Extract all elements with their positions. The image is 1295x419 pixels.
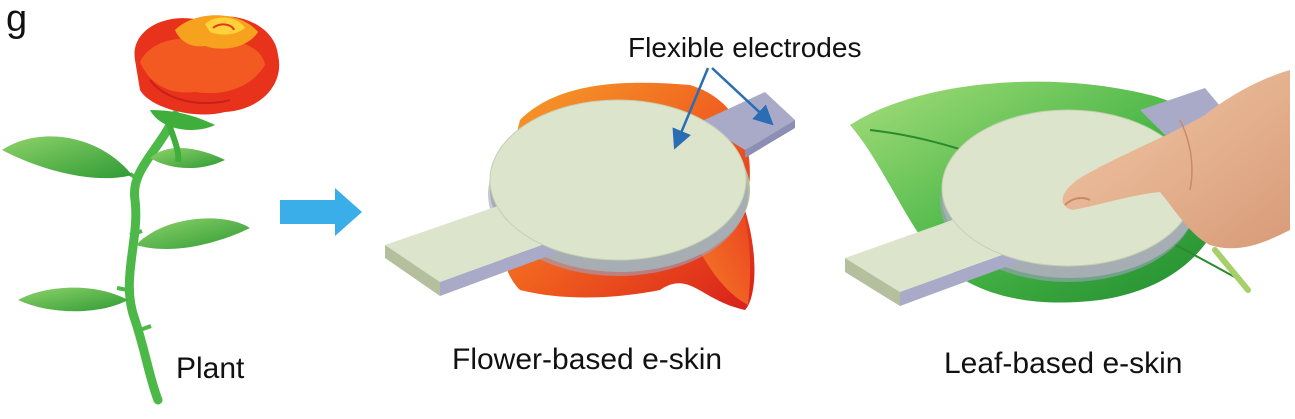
leaf-eskin-label: Leaf-based e-skin — [944, 347, 1183, 380]
hand-icon — [1062, 70, 1290, 249]
rose-leaf — [18, 287, 128, 312]
panel-letter: g — [6, 0, 28, 40]
flower-eskin-illustration — [385, 82, 795, 310]
rose-leaf — [2, 136, 132, 179]
electrodes-label: Flexible electrodes — [628, 32, 862, 63]
rose-illustration — [2, 15, 280, 405]
annotation-arrow — [711, 67, 774, 126]
plant-label: Plant — [176, 352, 245, 385]
rose-stem — [124, 110, 180, 405]
rose-leaf — [136, 218, 250, 249]
electrode-annotation-arrows — [672, 67, 774, 150]
leaf-electrode-tab — [1140, 88, 1225, 135]
flower-electrode-disc — [489, 99, 747, 261]
leaf-eskin-illustration — [845, 70, 1290, 306]
rose-leaf — [150, 148, 225, 169]
annotation-arrow — [672, 67, 710, 150]
flower-eskin-label: Flower-based e-skin — [452, 343, 723, 376]
process-arrow-icon — [280, 188, 362, 236]
